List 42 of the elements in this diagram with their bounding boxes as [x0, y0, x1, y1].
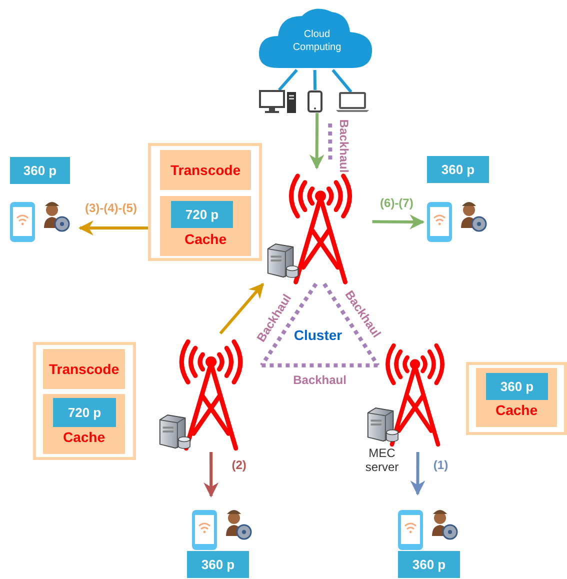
arrow — [219, 282, 264, 334]
function-box: Transcode — [160, 150, 251, 190]
resolution-badge: 360 p — [187, 551, 249, 578]
resolution-badge: 720 p — [53, 398, 116, 427]
arrow — [78, 220, 148, 236]
container-box — [148, 143, 262, 261]
desktop-computer-icon — [259, 90, 297, 115]
cloud-label: Cloud Computing — [292, 28, 342, 54]
backhaul-link — [328, 124, 332, 162]
cache-box — [43, 394, 125, 454]
edge-label: (1) — [433, 458, 448, 472]
backhaul-link — [260, 282, 318, 366]
cache-box — [476, 368, 557, 427]
cache-box — [160, 196, 251, 256]
edge-label: (2) — [232, 458, 246, 472]
tablet-icon — [307, 90, 323, 113]
edge-label: (6)-(7) — [380, 196, 414, 210]
cache-label: Cache — [183, 231, 228, 247]
edge-label: Backhaul — [337, 119, 352, 172]
resolution-badge: 360 p — [398, 551, 460, 578]
function-box: Transcode — [43, 349, 125, 389]
arrow — [372, 214, 425, 230]
backhaul-link — [262, 363, 378, 368]
arrow — [204, 452, 219, 498]
cluster-label: Cluster — [294, 327, 342, 343]
cache-label: Cache — [494, 402, 539, 418]
resolution-badge: 360 p — [10, 157, 70, 184]
edge-label: Backhaul — [293, 373, 346, 388]
resolution-badge: 360 p — [486, 373, 548, 400]
arrow — [309, 112, 324, 170]
server-caption: MEC server — [364, 446, 400, 474]
container-box — [466, 362, 567, 435]
connector-line — [313, 70, 316, 90]
cache-label: Cache — [62, 429, 106, 445]
container-box — [33, 342, 136, 460]
arrow — [410, 452, 426, 496]
backhaul-link — [322, 282, 380, 366]
edge-label: (3)-(4)-(5) — [84, 200, 137, 215]
resolution-badge: 720 p — [171, 201, 233, 228]
resolution-badge: 360 p — [427, 156, 489, 183]
connector-line — [278, 69, 298, 91]
connector-line — [332, 69, 352, 93]
